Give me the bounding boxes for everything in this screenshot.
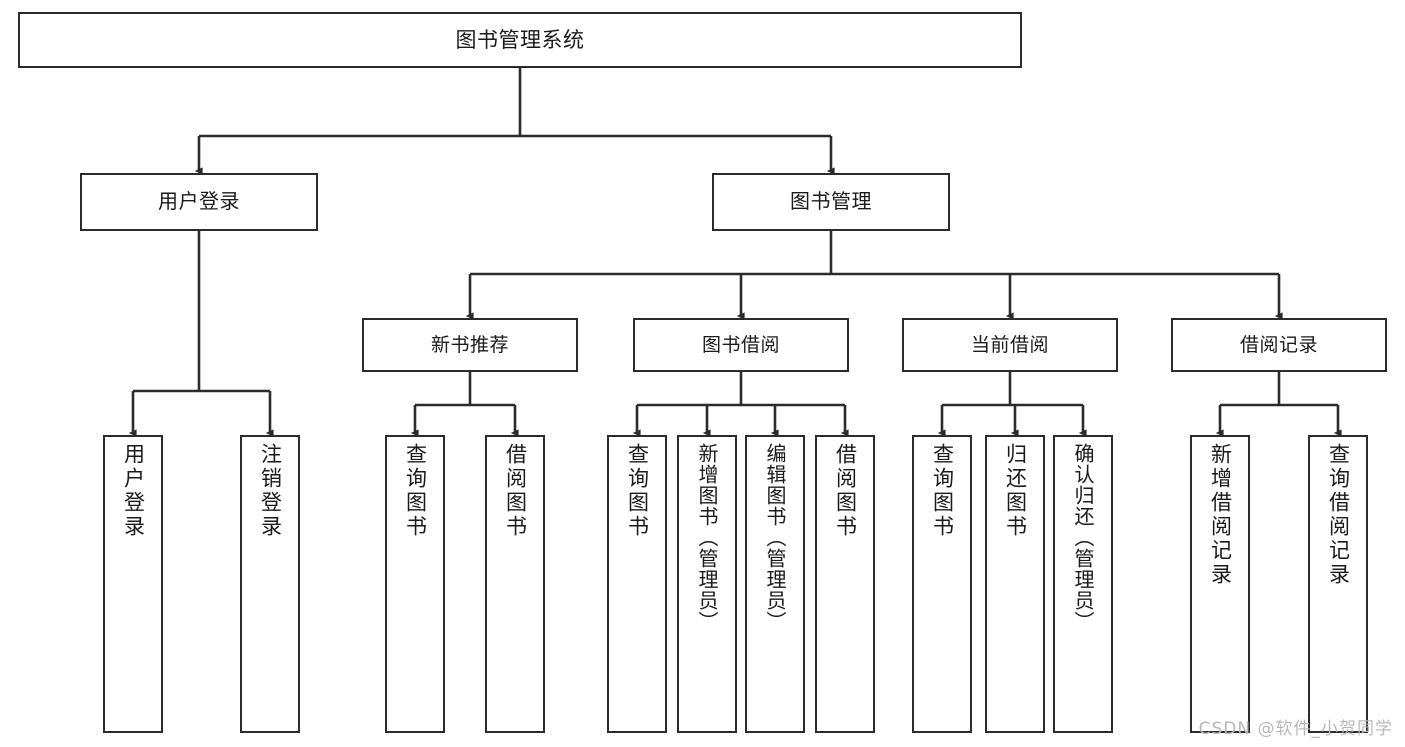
node-leaf-logout-login[interactable]: 注销登录 <box>240 435 300 733</box>
node-label-book-manage: 图书管理 <box>790 189 872 214</box>
node-label-leaf-logout-login: 注销登录 <box>258 443 283 539</box>
node-leaf-confirm-return[interactable]: 确认归还（管理员） <box>1053 435 1113 733</box>
node-label-root: 图书管理系统 <box>455 27 585 52</box>
node-leaf-add-borrow-record[interactable]: 新增借阅记录 <box>1190 435 1250 733</box>
node-leaf-query-book-c[interactable]: 查询图书 <box>912 435 972 733</box>
csdn-watermark: CSDN @软件_小贺同学 <box>1198 719 1393 739</box>
node-label-leaf-confirm-return: 确认归还（管理员） <box>1071 443 1095 632</box>
node-leaf-add-book[interactable]: 新增图书（管理员） <box>677 435 737 733</box>
node-label-leaf-query-book-b: 查询图书 <box>625 443 650 539</box>
node-leaf-query-borrow-record[interactable]: 查询借阅记录 <box>1308 435 1368 733</box>
node-root[interactable]: 图书管理系统 <box>18 12 1022 68</box>
node-label-leaf-query-borrow-record: 查询借阅记录 <box>1326 443 1351 587</box>
node-label-leaf-add-book: 新增图书（管理员） <box>695 443 719 632</box>
node-leaf-query-book-a[interactable]: 查询图书 <box>385 435 445 733</box>
node-borrow-record[interactable]: 借阅记录 <box>1171 318 1387 372</box>
node-label-leaf-add-borrow-record: 新增借阅记录 <box>1208 443 1233 587</box>
node-book-borrow[interactable]: 图书借阅 <box>633 318 849 372</box>
node-label-leaf-query-book-c: 查询图书 <box>930 443 955 539</box>
node-label-leaf-borrow-book-a: 借阅图书 <box>503 443 528 539</box>
node-label-current-borrow: 当前借阅 <box>970 333 1049 356</box>
node-label-leaf-return-book: 归还图书 <box>1003 443 1028 539</box>
node-leaf-return-book[interactable]: 归还图书 <box>985 435 1045 733</box>
node-label-leaf-query-book-a: 查询图书 <box>403 443 428 539</box>
node-leaf-query-book-b[interactable]: 查询图书 <box>607 435 667 733</box>
node-leaf-borrow-book-b[interactable]: 借阅图书 <box>815 435 875 733</box>
node-leaf-borrow-book-a[interactable]: 借阅图书 <box>485 435 545 733</box>
node-book-manage[interactable]: 图书管理 <box>712 173 950 231</box>
node-label-new-book-recommend: 新书推荐 <box>430 333 509 356</box>
node-user-login[interactable]: 用户登录 <box>80 173 318 231</box>
node-label-book-borrow: 图书借阅 <box>701 333 780 356</box>
node-leaf-edit-book[interactable]: 编辑图书（管理员） <box>745 435 805 733</box>
node-new-book-recommend[interactable]: 新书推荐 <box>362 318 578 372</box>
node-label-borrow-record: 借阅记录 <box>1239 333 1318 356</box>
node-label-leaf-borrow-book-b: 借阅图书 <box>833 443 858 539</box>
node-label-leaf-edit-book: 编辑图书（管理员） <box>763 443 787 632</box>
node-current-borrow[interactable]: 当前借阅 <box>902 318 1118 372</box>
node-leaf-user-login[interactable]: 用户登录 <box>103 435 163 733</box>
node-label-leaf-user-login: 用户登录 <box>121 443 146 539</box>
node-label-user-login: 用户登录 <box>158 189 240 214</box>
